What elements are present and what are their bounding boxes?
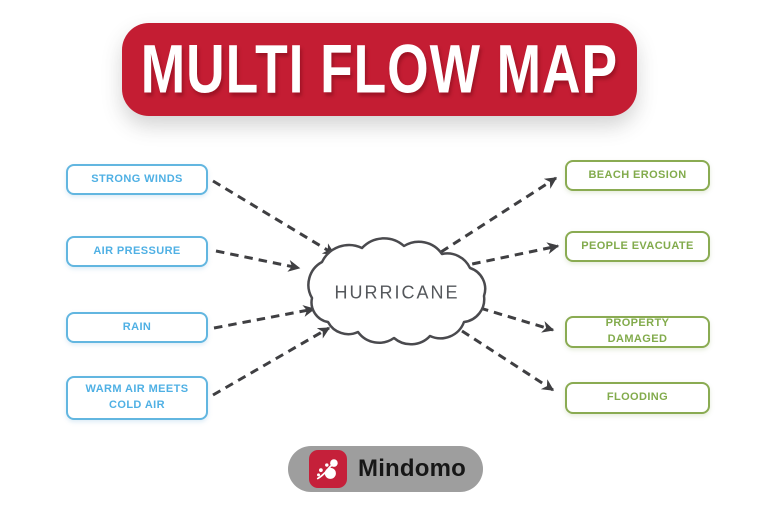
arrow-warm-air-to-hurricane (212, 326, 331, 397)
arrow-air-pressure-to-hurricane (215, 249, 301, 272)
arrow-rain-to-hurricane (213, 305, 316, 330)
page-title: MULTI FLOW MAP (140, 31, 619, 108)
mindomo-mindmap-icon (316, 459, 338, 480)
cause-arrows (212, 179, 336, 397)
cause-node-strong-winds: STRONG WINDS (66, 164, 208, 195)
arrow-hurricane-to-flooding (461, 329, 555, 392)
arrow-hurricane-to-beach-erosion (440, 176, 558, 254)
effect-node-people-evacuate: PEOPLE EVACUATE (565, 231, 710, 262)
effect-node-beach-erosion: BEACH EROSION (565, 160, 710, 191)
cause-node-warm-air-meets-cold-air: WARM AIR MEETS COLD AIR (66, 376, 208, 420)
hurricane-cloud-shape (307, 237, 487, 346)
center-node-hurricane: HURRICANE (334, 282, 460, 303)
arrow-hurricane-to-property-damaged (479, 306, 555, 333)
effect-arrows (440, 176, 560, 392)
mindomo-brand-pill: Mindomo (288, 446, 483, 492)
brand-name: Mindomo (358, 455, 467, 482)
mindomo-logo (309, 450, 347, 488)
cause-node-air-pressure: AIR PRESSURE (66, 236, 208, 267)
effect-node-flooding: FLOODING (565, 382, 710, 414)
cause-node-rain: RAIN (66, 312, 208, 343)
effect-node-property-damaged: PROPERTY DAMAGED (565, 316, 710, 348)
arrow-strong-winds-to-hurricane (212, 179, 336, 256)
arrow-hurricane-to-people-evacuate (457, 242, 560, 269)
title-banner: MULTI FLOW MAP (122, 23, 637, 116)
